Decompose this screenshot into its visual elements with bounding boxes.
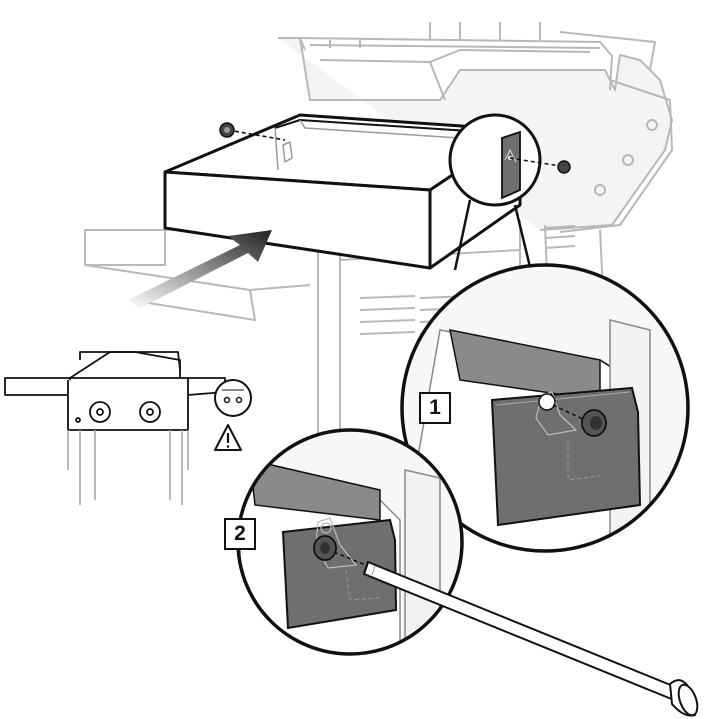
detail-circle-step-2 [236,428,464,656]
shelf-bracket-callout-circle [448,113,571,207]
insert-direction-arrow-icon [128,230,272,308]
mounting-holes-icon [214,379,252,417]
warning-triangle-icon [214,424,242,451]
step-1-label: 1 [419,392,451,424]
callout-connector-left [453,199,472,271]
step-2-label: 2 [224,518,256,550]
screwdriver-icon [363,561,699,717]
left-shelf-screw [219,122,286,141]
grill-overview-thumbnail [4,351,226,505]
